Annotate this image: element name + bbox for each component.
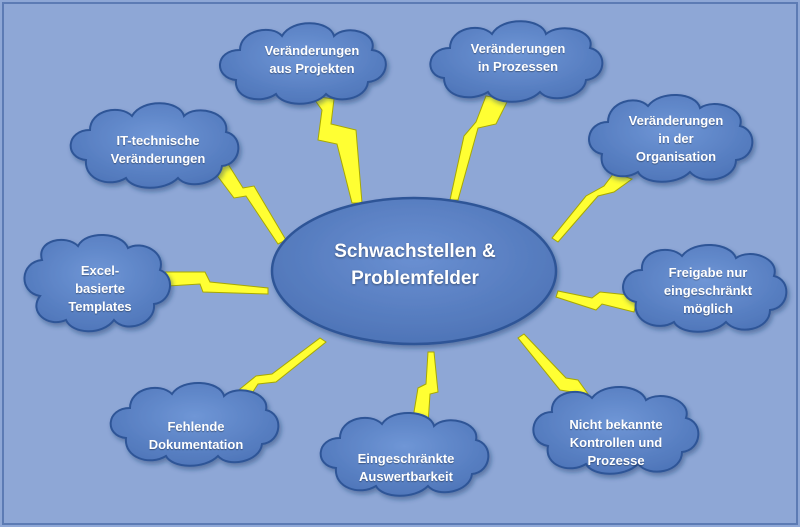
cloud-label-line: basierte xyxy=(75,281,125,296)
cloud-dokumentation xyxy=(109,381,280,467)
center-ellipse xyxy=(270,196,558,346)
cloud-label-it: IT-technische Veränderungen xyxy=(78,132,238,168)
cloud-label-line: Freigabe nur xyxy=(668,265,748,280)
center-title-line-2: Problemfelder xyxy=(351,268,479,289)
cloud-label-line: möglich xyxy=(683,301,733,316)
cloud-label-line: in Prozessen xyxy=(477,59,559,74)
cloud-label-line: Kontrollen und xyxy=(569,435,663,450)
lightning-bolt-prozesse xyxy=(449,95,509,201)
cloud-label-dokumentation: Fehlende Dokumentation xyxy=(116,418,276,454)
cloud-label-line: Nicht bekannte xyxy=(569,417,663,432)
cloud-auswertbarkeit xyxy=(319,411,490,497)
cloud-label-line: Fehlende xyxy=(167,419,225,434)
cloud-organisation xyxy=(588,93,754,183)
cloud-label-prozesse: Veränderungen in Prozessen xyxy=(438,40,598,76)
cloud-label-line: IT-technische xyxy=(116,133,200,148)
cloud-label-line: Veränderungen xyxy=(628,113,724,128)
cloud-label-freigabe: Freigabe nur eingeschränkt möglich xyxy=(628,264,788,318)
cloud-label-organisation: Veränderungen in der Organisation xyxy=(596,112,756,166)
cloud-label-line: in der xyxy=(658,131,694,146)
cloud-kontrollen xyxy=(532,385,700,475)
lightning-bolt-organisation xyxy=(551,172,634,243)
cloud-label-kontrollen: Nicht bekannte Kontrollen und Prozesse xyxy=(536,416,696,470)
cloud-label-line: Dokumentation xyxy=(148,437,244,452)
lightning-bolt-auswertbarkeit xyxy=(411,351,439,425)
lightning-bolt-freigabe xyxy=(555,290,639,313)
cloud-label-excel: Excel- basierte Templates xyxy=(30,262,170,316)
cloud-label-auswertbarkeit: Eingeschränkte Auswertbarkeit xyxy=(326,450,486,486)
cloud-label-line: Templates xyxy=(68,299,132,314)
cloud-label-line: Organisation xyxy=(635,149,717,164)
cloud-label-line: Eingeschränkte xyxy=(357,451,455,466)
cloud-label-projekte: Veränderungen aus Projekten xyxy=(232,42,392,78)
cloud-label-line: eingeschränkt xyxy=(663,283,753,298)
cloud-label-line: Veränderungen xyxy=(110,151,206,166)
cloud-label-line: Veränderungen xyxy=(470,41,566,56)
center-title-line-1: Schwachstellen & xyxy=(334,241,496,262)
lightning-bolt-excel xyxy=(162,271,269,295)
cloud-freigabe xyxy=(622,243,788,333)
cloud-it xyxy=(69,102,240,189)
cloud-label-line: aus Projekten xyxy=(269,61,355,76)
cloud-label-line: Auswertbarkeit xyxy=(359,469,453,484)
cloud-projekte xyxy=(219,22,387,105)
center-title: Schwachstellen & Problemfelder xyxy=(270,238,560,308)
cloud-label-line: Veränderungen xyxy=(264,43,360,58)
cloud-label-line: Prozesse xyxy=(587,453,645,468)
cloud-prozesse xyxy=(429,20,604,103)
cloud-excel xyxy=(23,233,171,333)
cloud-label-line: Excel- xyxy=(80,263,120,278)
